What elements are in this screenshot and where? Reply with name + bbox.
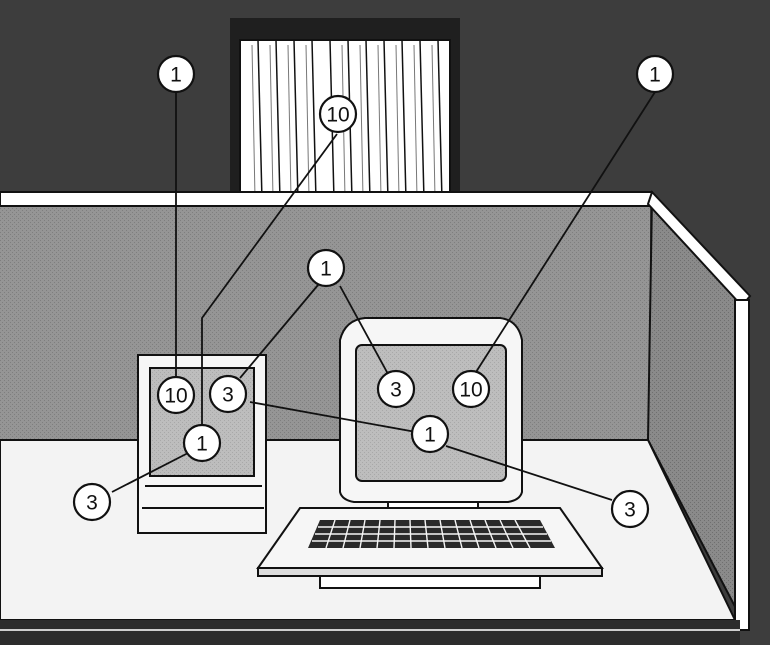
callout-ceiling-right: 1 <box>637 56 673 92</box>
svg-text:1: 1 <box>424 424 436 447</box>
callout-partition: 1 <box>308 250 344 286</box>
callout-small-screen-left: 10 <box>158 377 194 413</box>
svg-text:1: 1 <box>320 258 332 281</box>
callout-window: 10 <box>320 96 356 132</box>
callout-small-screen-bottom: 1 <box>184 425 220 461</box>
svg-text:3: 3 <box>624 499 636 522</box>
svg-text:1: 1 <box>196 433 208 456</box>
svg-text:1: 1 <box>649 64 661 87</box>
keyboard <box>258 508 602 588</box>
svg-text:1: 1 <box>170 64 182 87</box>
callout-monitor-bottom: 1 <box>412 416 448 452</box>
svg-text:10: 10 <box>459 379 482 402</box>
svg-text:3: 3 <box>86 492 98 515</box>
callout-small-screen-right: 3 <box>210 376 246 412</box>
callout-ceiling-left: 1 <box>158 56 194 92</box>
callout-monitor-right: 10 <box>453 371 489 407</box>
callout-desk-right: 3 <box>612 491 648 527</box>
svg-text:10: 10 <box>326 104 349 127</box>
svg-text:3: 3 <box>222 384 234 407</box>
callout-monitor-left: 3 <box>378 371 414 407</box>
svg-text:10: 10 <box>164 385 187 408</box>
callout-desk-left: 3 <box>74 484 110 520</box>
svg-text:3: 3 <box>390 379 402 402</box>
